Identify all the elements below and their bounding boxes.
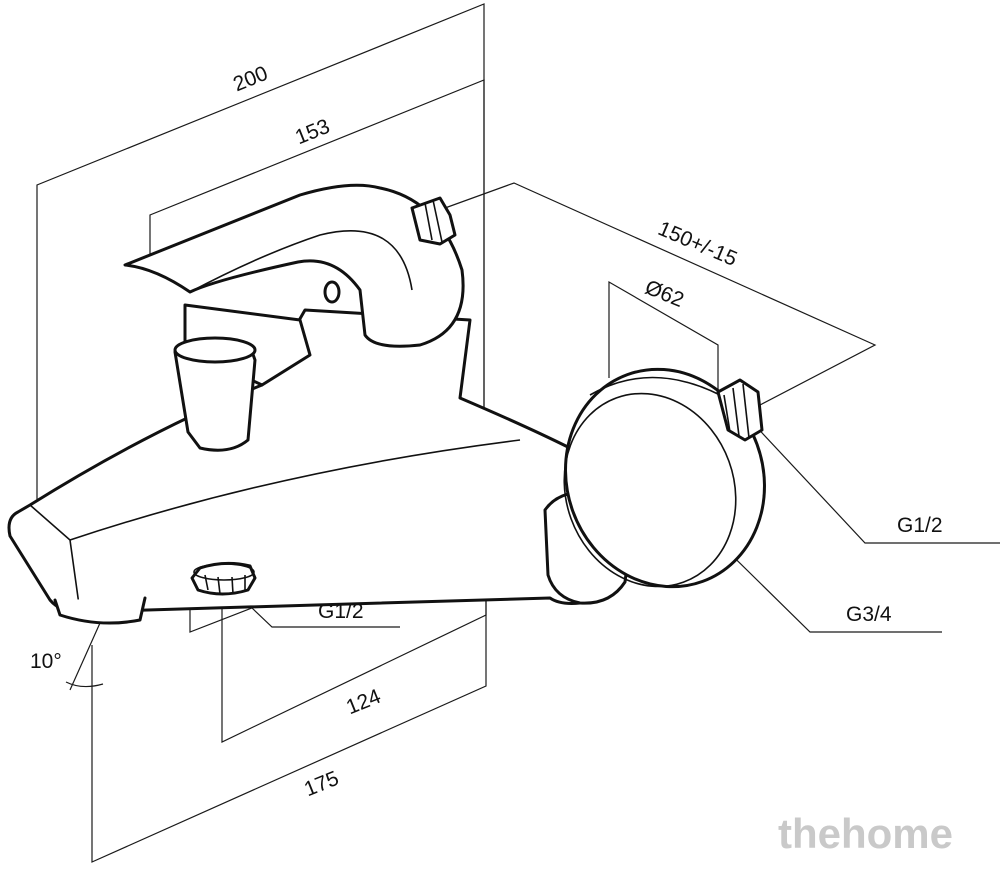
label-g12-right: G1/2 <box>897 514 943 537</box>
flange-thread <box>716 378 764 442</box>
spout-outlet <box>53 596 147 625</box>
rear-thread <box>410 196 457 246</box>
watermark: thehome <box>778 810 953 857</box>
leader-g12-right: G1/2 <box>749 419 1000 544</box>
dimension-angle-10: 10° <box>30 622 104 691</box>
lever-pivot-hole <box>323 280 341 304</box>
label-g34: G3/4 <box>846 603 892 626</box>
dimension-124-label: 124 <box>343 685 384 720</box>
dimension-diameter-62-label: Ø62 <box>642 276 687 312</box>
dimension-175-label: 175 <box>301 767 342 801</box>
lever-handle <box>123 183 465 348</box>
spout-side-edge <box>69 439 521 541</box>
dimension-angle-10-label: 10° <box>30 650 62 673</box>
diverter-knob-cap <box>173 336 257 364</box>
faucet <box>7 183 766 625</box>
lever-handle-inner <box>189 230 413 293</box>
faucet-body <box>7 308 639 614</box>
bottom-thread <box>190 561 257 596</box>
dimension-200-label: 200 <box>230 62 271 96</box>
wall-flange <box>563 367 766 589</box>
dimension-150-15-label: 150+/-15 <box>655 217 741 271</box>
